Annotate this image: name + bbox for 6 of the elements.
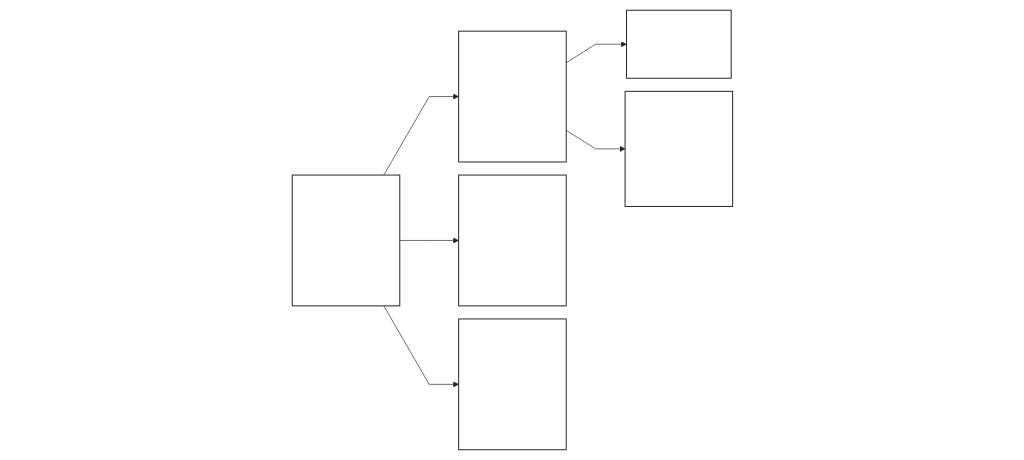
node-box (625, 9, 732, 79)
node-box (457, 174, 567, 307)
node-box (457, 30, 567, 163)
node-box (457, 318, 567, 451)
node-box (624, 90, 733, 207)
node-box (291, 174, 400, 307)
